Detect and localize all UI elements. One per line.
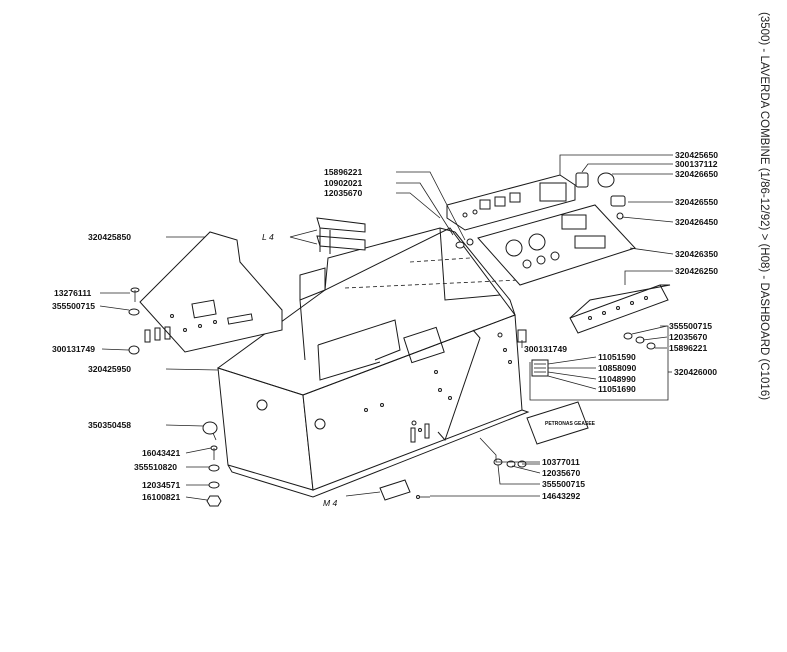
leader-lines (99, 154, 674, 501)
label-320425850: 320425850 (88, 232, 131, 242)
label-10377011: 10377011 (542, 457, 580, 467)
label-320425950: 320425950 (88, 364, 131, 374)
label-320426450: 320426450 (675, 217, 718, 227)
label-11051690: 11051690 (598, 384, 636, 394)
label-15896221-a: 15896221 (669, 343, 707, 353)
label-12034571: 12034571 (142, 480, 180, 490)
mounting-brackets (316, 217, 366, 254)
fasteners-left (128, 287, 222, 507)
label-355500715-b: 355500715 (52, 301, 95, 311)
label-10902021: 10902021 (324, 178, 362, 188)
label-12035670-c: 12035670 (542, 468, 580, 478)
label-320426250: 320426250 (675, 266, 718, 276)
label-355500715-a: 355500715 (669, 321, 712, 331)
label-10858090: 10858090 (598, 363, 636, 373)
label-12035670-a: 12035670 (669, 332, 707, 342)
page-title: (3500) - LAVERDA COMBINE (1/86-12/92) > … (758, 12, 770, 401)
label-355500715-c: 355500715 (542, 479, 585, 489)
fuse-bar (569, 284, 671, 334)
label-320425650: 320425650 (675, 150, 718, 160)
label-12035670-b: 12035670 (324, 188, 362, 198)
label-300131749-b: 300131749 (524, 344, 567, 354)
label-13276111: 13276111 (54, 288, 92, 298)
console-box (216, 227, 530, 498)
label-320426000: 320426000 (674, 367, 717, 377)
fasteners-bottom (416, 458, 540, 499)
label-M4: M 4 (323, 498, 338, 508)
part-number-labels: 320425650 300137112 320426650 320426550 … (52, 150, 718, 508)
label-300131749-a: 300131749 (52, 344, 95, 354)
label-320426350: 320426350 (675, 249, 718, 259)
label-14643292: 14643292 (542, 491, 580, 501)
label-L4: L 4 (262, 232, 274, 242)
label-320426550: 320426550 (675, 197, 718, 207)
plate-text: PETRONAS GEASEE (545, 421, 596, 427)
fasteners-right (455, 238, 656, 350)
m4-label-plate (379, 479, 411, 501)
label-300137112: 300137112 (675, 159, 718, 169)
label-16100821: 16100821 (142, 492, 180, 502)
label-320426650: 320426650 (675, 169, 718, 179)
instrument-panel (477, 204, 636, 286)
side-plate (139, 231, 283, 353)
label-11048990: 11048990 (598, 374, 636, 384)
label-11051590: 11051590 (598, 352, 636, 362)
label-355510820: 355510820 (134, 462, 177, 472)
knobs (575, 172, 626, 220)
decal-plate: PETRONAS GEASEE (526, 401, 596, 445)
label-15896221-b: 15896221 (324, 167, 362, 177)
label-16043421: 16043421 (142, 448, 180, 458)
label-350350458: 350350458 (88, 420, 131, 430)
